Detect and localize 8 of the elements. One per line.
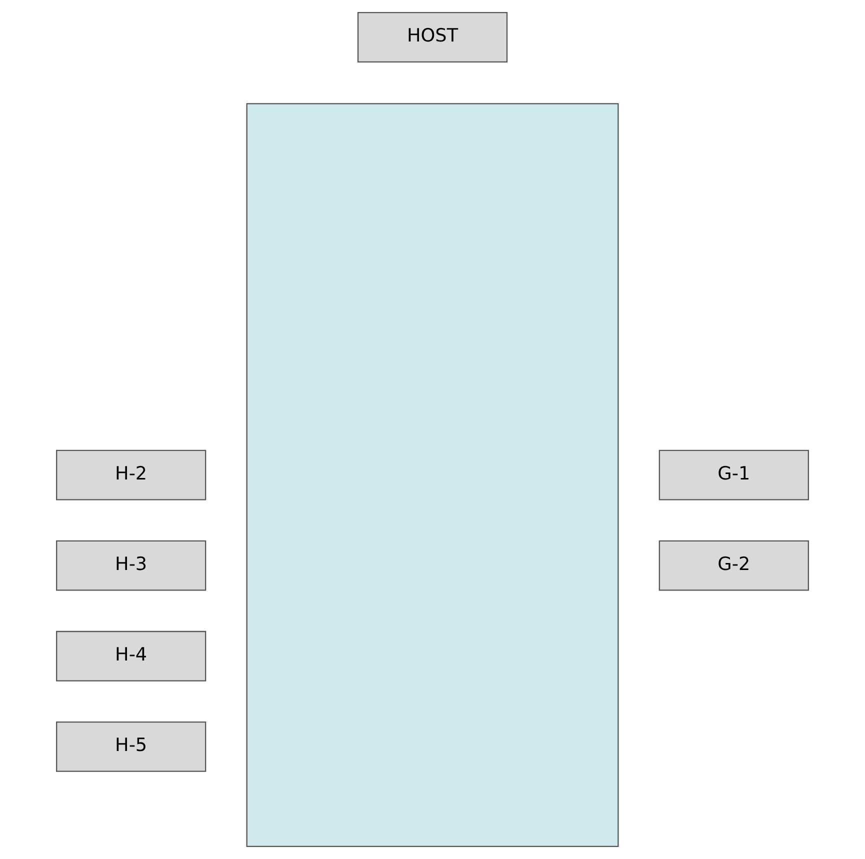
- node-box: [246, 103, 619, 847]
- node-box: H-3: [56, 540, 206, 591]
- node-box: H-5: [56, 721, 206, 772]
- node-box: HOST: [357, 12, 508, 62]
- node-box: G-1: [658, 450, 809, 500]
- node-box: H-4: [56, 630, 206, 682]
- node-box: H-2: [56, 450, 206, 500]
- node-box: G-2: [658, 540, 809, 591]
